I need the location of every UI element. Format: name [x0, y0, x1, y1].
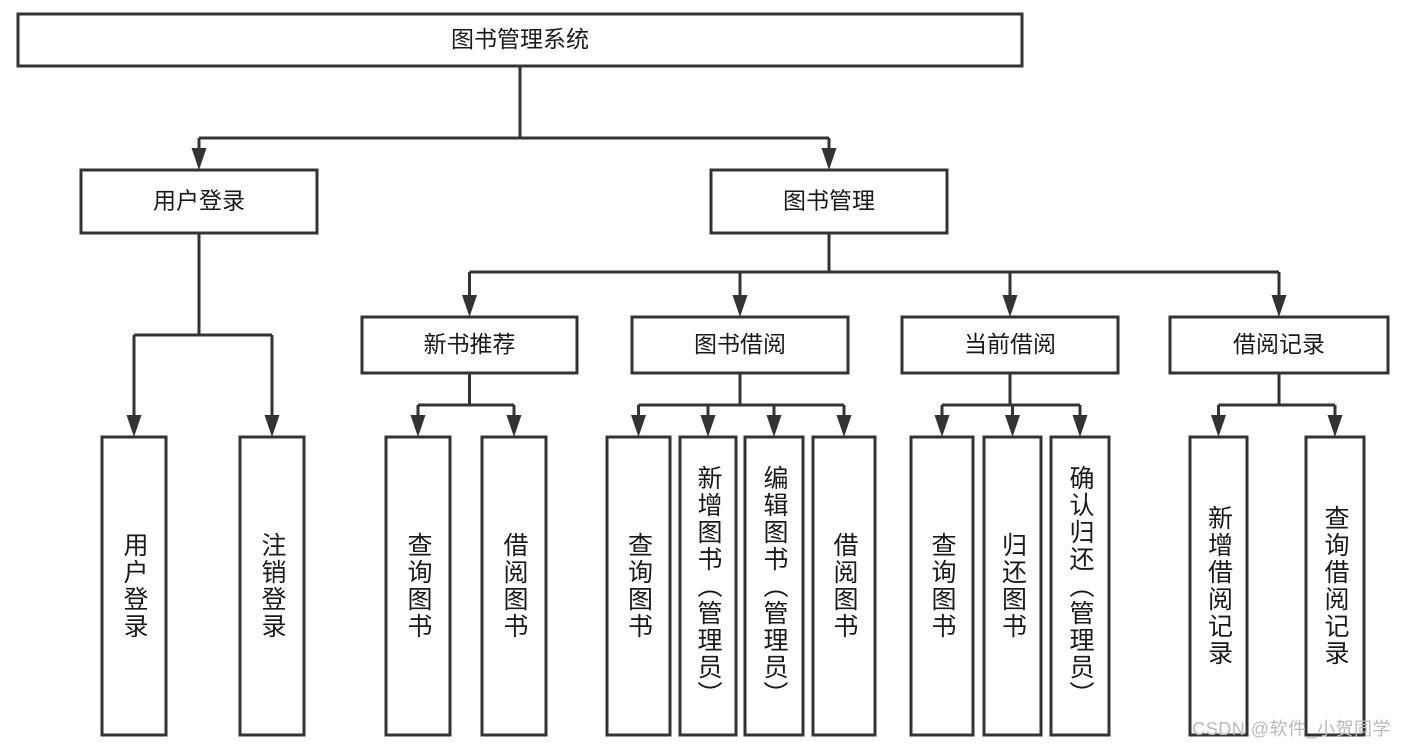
arrow-head	[1005, 415, 1020, 437]
level3-node-box[interactable]	[900, 315, 1120, 375]
arrow-head	[410, 415, 426, 437]
leaf-node-box[interactable]	[238, 435, 306, 737]
level2-node-label: 用户登录	[153, 188, 245, 214]
leaf-node-box[interactable]	[982, 435, 1043, 737]
leaf-node-box[interactable]	[743, 435, 805, 737]
level2-node-box[interactable]	[79, 168, 319, 235]
arrow-head	[631, 415, 646, 437]
arrow-head	[1002, 295, 1018, 317]
arrow-head	[934, 415, 950, 437]
arrow-head	[1271, 295, 1287, 317]
arrow-head	[1211, 415, 1226, 437]
level3-node-label: 图书借阅	[694, 331, 786, 357]
arrow-head	[1072, 415, 1088, 437]
leaf-node-box[interactable]	[811, 435, 877, 737]
level2-node-label: 图书管理	[783, 188, 875, 214]
arrow-head	[700, 415, 716, 437]
leaf-node-box[interactable]	[1304, 435, 1366, 737]
arrow-head	[836, 415, 852, 437]
level3-node-box[interactable]	[630, 315, 850, 375]
level3-node-box[interactable]	[1168, 315, 1390, 375]
node-boxes	[16, 12, 1390, 737]
level2-node-box[interactable]	[709, 168, 949, 235]
arrow-head	[191, 148, 207, 170]
leaf-node-box[interactable]	[100, 435, 168, 737]
arrow-head	[1327, 415, 1343, 437]
leaf-node-box[interactable]	[1188, 435, 1249, 737]
level3-node-label: 借阅记录	[1233, 331, 1325, 357]
leaf-node-box[interactable]	[384, 435, 452, 737]
root-node-box[interactable]	[16, 12, 1024, 68]
connector-lines	[126, 66, 1343, 437]
level3-node-label: 当前借阅	[964, 331, 1056, 357]
leaf-node-box[interactable]	[1049, 435, 1111, 737]
arrow-head	[264, 415, 280, 437]
root-node-label: 图书管理系统	[451, 26, 589, 52]
arrow-head	[506, 415, 522, 437]
arrow-head	[126, 415, 142, 437]
leaf-node-box[interactable]	[480, 435, 548, 737]
leaf-node-box[interactable]	[909, 435, 975, 737]
arrow-head	[462, 295, 477, 317]
arrow-head	[732, 295, 748, 317]
leaf-node-box[interactable]	[678, 435, 738, 737]
leaf-node-box[interactable]	[605, 435, 672, 737]
level3-node-label: 新书推荐	[424, 331, 516, 357]
level3-node-box[interactable]	[360, 315, 579, 375]
arrow-head	[821, 148, 837, 170]
arrow-head	[766, 415, 782, 437]
